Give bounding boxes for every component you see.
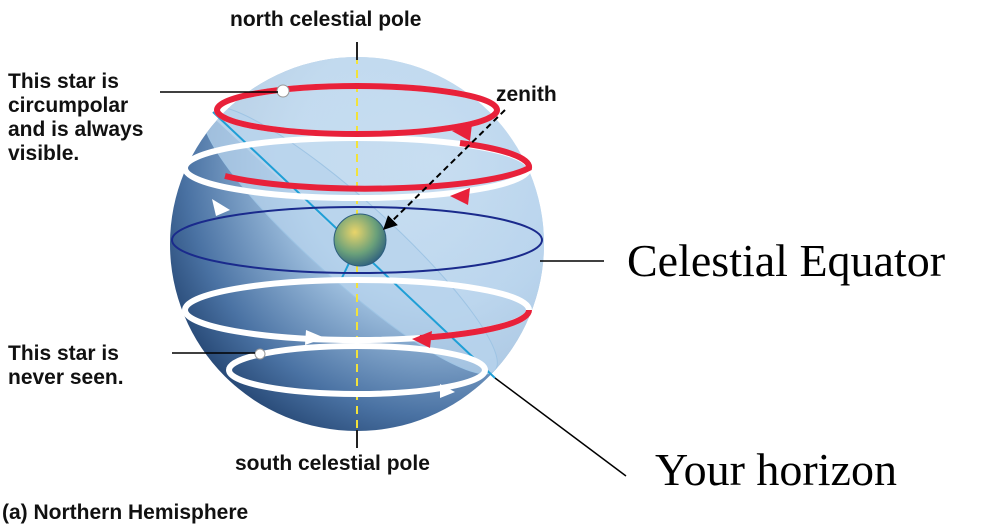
celestial-equator-label: Celestial Equator: [627, 235, 946, 286]
north-celestial-pole-label: north celestial pole: [230, 8, 422, 31]
circumpolar-star-path: [214, 83, 500, 137]
celestial-equator: [171, 206, 543, 274]
your-horizon-label: Your horizon: [655, 444, 897, 495]
earth-icon: [333, 213, 387, 267]
visible-star-paths: [214, 83, 533, 341]
circumpolar-star-label: This star is circumpolar and is always v…: [8, 70, 144, 165]
never-seen-star-label: This star is never seen.: [8, 342, 124, 389]
zenith-label: zenith: [496, 83, 557, 106]
figure-caption: (a) Northern Hemisphere: [2, 501, 249, 524]
never-seen-star: [254, 348, 266, 360]
circumpolar-star: [276, 84, 290, 98]
south-celestial-pole-label: south celestial pole: [235, 452, 430, 475]
